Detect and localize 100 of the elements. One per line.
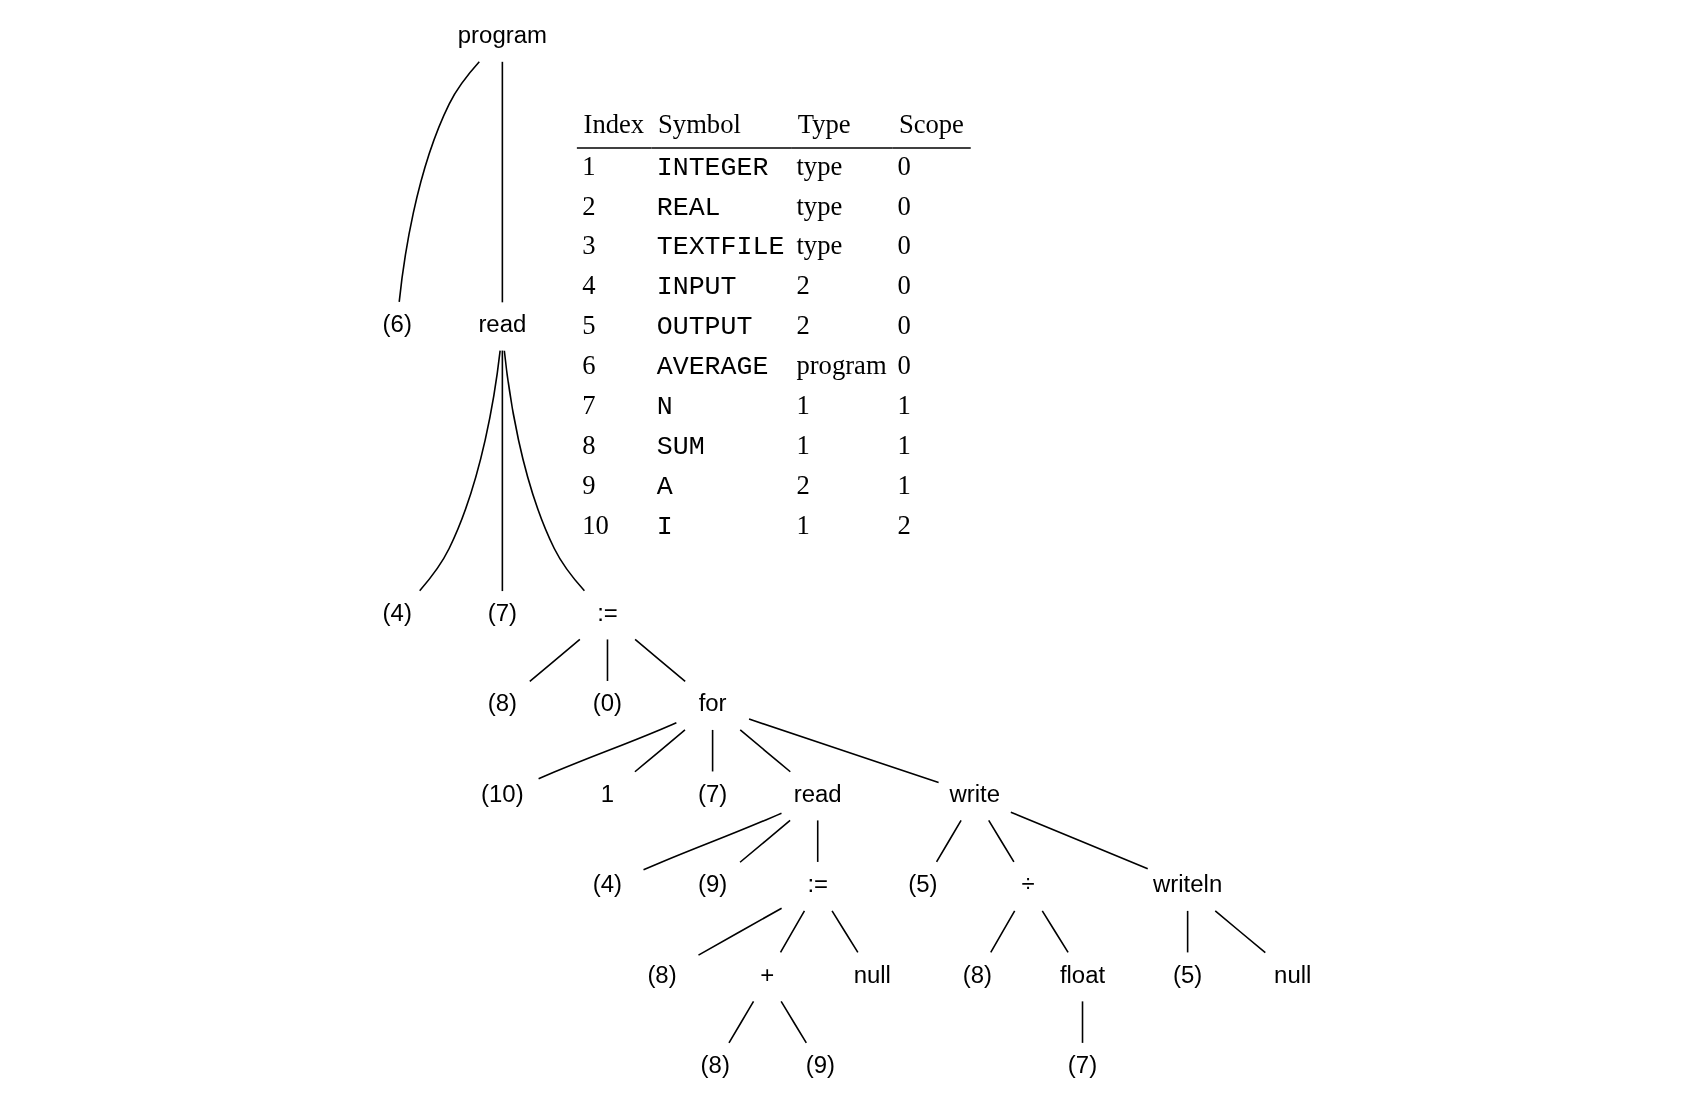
label: type: [795, 230, 842, 261]
label: 2: [795, 270, 810, 301]
node-text: (8): [962, 960, 992, 988]
node-text: (7): [697, 779, 727, 807]
connector: [727, 1000, 754, 1044]
connector: [633, 638, 686, 683]
connector: [738, 819, 791, 864]
label: 8: [581, 430, 596, 461]
node-text: (7): [1067, 1051, 1097, 1079]
node-text: read: [793, 779, 842, 807]
label: 0: [897, 150, 911, 181]
label: 0: [897, 270, 911, 301]
label: type: [795, 150, 842, 181]
label: Scope: [898, 109, 964, 140]
connector: [779, 1000, 807, 1044]
node-text: (6): [382, 310, 412, 338]
label: 1: [795, 430, 810, 461]
node-text: for: [698, 689, 727, 717]
connector: [697, 907, 782, 956]
node-text: (5): [907, 870, 937, 898]
label: 9: [581, 469, 596, 500]
node-text: (9): [697, 870, 727, 898]
node-text: (7): [487, 598, 517, 626]
label: program: [795, 350, 887, 381]
label: 7: [581, 390, 596, 421]
label: 1: [795, 390, 810, 421]
node-text: read: [477, 310, 526, 338]
connector: [779, 910, 805, 954]
connector: [633, 729, 686, 773]
node-text: (8): [700, 1051, 730, 1079]
connector: [987, 819, 1015, 863]
label: 10: [581, 509, 609, 540]
label: 2: [795, 469, 810, 500]
label: 2: [581, 190, 596, 221]
label: I: [656, 511, 673, 542]
label: INPUT: [656, 272, 737, 303]
connector: [503, 349, 585, 592]
label: N: [656, 392, 673, 423]
node-text: :=: [596, 598, 618, 626]
node-text: (10): [480, 779, 524, 807]
node-text: null: [1273, 960, 1311, 988]
label: 0: [897, 310, 911, 341]
node-text: (9): [805, 1051, 835, 1079]
connector: [989, 910, 1015, 954]
label: 4: [581, 270, 596, 301]
label: 0: [897, 350, 911, 381]
label: Index: [583, 109, 644, 140]
connector: [397, 61, 480, 303]
label: TEXTFILE: [656, 232, 784, 263]
connector: [501, 61, 503, 304]
label: 1: [581, 150, 596, 181]
node-text: +: [759, 960, 774, 988]
connector: [1081, 1000, 1083, 1044]
label: 2: [897, 509, 911, 540]
label: type: [795, 190, 842, 221]
connector: [816, 819, 818, 863]
connector: [1186, 910, 1188, 954]
label: A: [656, 471, 673, 502]
label: 3: [581, 230, 596, 261]
label: Symbol: [657, 109, 741, 140]
node-text: writeln: [1152, 870, 1222, 898]
connector: [606, 638, 608, 682]
connector: [501, 349, 503, 592]
label: 6: [581, 350, 596, 381]
node-text: (5): [1172, 960, 1202, 988]
label: REAL: [656, 192, 721, 223]
node-text: :=: [806, 870, 828, 898]
connector: [537, 722, 677, 780]
label: 0: [897, 190, 911, 221]
connector: [418, 349, 501, 592]
label: 1: [897, 390, 911, 421]
node-text: write: [948, 779, 1000, 807]
node-text: (8): [487, 689, 517, 717]
connector: [738, 729, 791, 773]
node-text: float: [1059, 960, 1105, 988]
connector: [528, 638, 581, 683]
label: Type: [797, 109, 851, 140]
node-text: (8): [646, 960, 677, 988]
connector: [1213, 910, 1266, 954]
label: 1: [795, 509, 810, 540]
connector: [1009, 811, 1148, 870]
label: 5: [581, 310, 596, 341]
connector: [1041, 910, 1069, 954]
connector: [830, 910, 859, 954]
label: SUM: [656, 432, 705, 463]
connector: [711, 729, 713, 773]
connector: [642, 812, 782, 871]
node-text: program: [457, 21, 547, 49]
node-text: ÷: [1020, 870, 1035, 898]
label: OUTPUT: [656, 312, 753, 343]
node-text: (4): [382, 598, 412, 626]
label: INTEGER: [656, 152, 768, 183]
node-text: null: [853, 960, 891, 988]
connector: [935, 819, 962, 863]
label: 0: [897, 230, 911, 261]
label: AVERAGE: [656, 352, 768, 383]
label: 1: [897, 469, 911, 500]
node-text: (0): [592, 689, 622, 717]
node-text: 1: [600, 779, 614, 807]
connector: [747, 718, 939, 784]
